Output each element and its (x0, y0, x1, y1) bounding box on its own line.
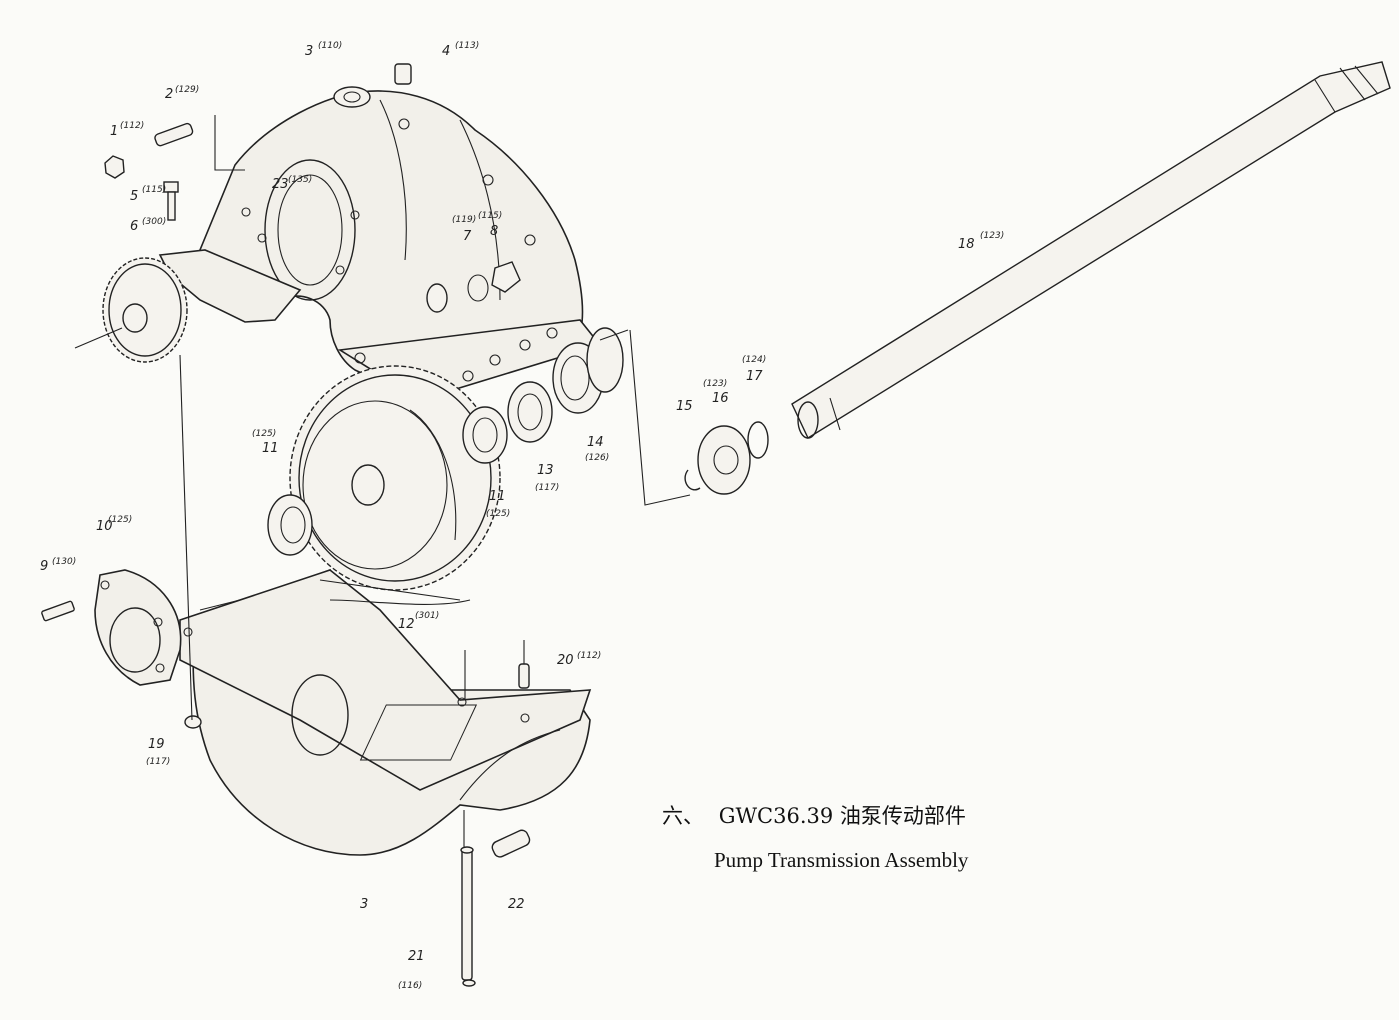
callout-8-ref: (115) (478, 211, 502, 221)
callout-19-num: 19 (148, 737, 165, 752)
callout-16-ref: (123) (703, 379, 727, 389)
caption-english: Pump Transmission Assembly (714, 848, 969, 872)
callout-9-num: 9 (40, 559, 48, 574)
callout-10-num: 10 (96, 519, 113, 534)
callout-5-ref: (115) (142, 185, 166, 195)
callout-4-num: 4 (442, 44, 450, 59)
left-bearing (267, 494, 313, 556)
callout-17-num: 17 (746, 369, 763, 384)
callout-7-num: 7 (463, 229, 472, 244)
retainer-parts (684, 421, 769, 495)
callout-12-ref: (301) (415, 611, 439, 621)
callout-6-num: 6 (130, 219, 138, 234)
small-gear (102, 257, 188, 363)
callout-23-ref: (135) (288, 175, 312, 185)
callout-11a-ref: (125) (252, 429, 276, 439)
callout-3-num: 3 (305, 44, 313, 59)
callout-13-ref: (117) (535, 483, 559, 493)
callout-7-ref: (119) (452, 215, 476, 225)
callout-19-ref: (117) (146, 757, 170, 767)
callout-14-num: 14 (587, 435, 604, 450)
callout-20-num: 20 (557, 653, 574, 668)
callout-2-num: 2 (165, 87, 173, 102)
callout-13-num: 13 (537, 463, 554, 478)
flange-plate (94, 569, 182, 686)
callout-1-ref: (112) (120, 121, 144, 131)
upper-housing (199, 86, 602, 401)
callout-17-ref: (124) (742, 355, 766, 365)
callout-22-num: 22 (508, 897, 525, 912)
callout-10-ref: (125) (108, 515, 132, 525)
callout-2-ref: (129) (175, 85, 199, 95)
callout-5-num: 5 (130, 189, 138, 204)
callout-21-ref: (116) (398, 981, 422, 991)
callout-3b-num: 3 (360, 897, 368, 912)
callout-labels: 1 (112) 2 (129) 3 (110) 4 (113) 5 (115) … (40, 41, 1004, 991)
callout-20-ref: (112) (577, 651, 601, 661)
leader-lines (179, 115, 691, 848)
callout-4-ref: (113) (455, 41, 479, 51)
callout-15-num: 15 (676, 399, 693, 414)
callout-11a-num: 11 (262, 441, 279, 456)
lower-housing (179, 568, 592, 856)
hardware (41, 63, 531, 987)
callout-18-ref: (123) (980, 231, 1004, 241)
callout-11b-ref: (125) (486, 509, 510, 519)
callout-8-num: 8 (490, 224, 498, 239)
long-shaft (791, 61, 1391, 440)
callout-1-num: 1 (110, 124, 118, 139)
callout-23-num: 23 (272, 177, 289, 192)
callout-21-num: 21 (408, 949, 425, 964)
bearing-row (426, 261, 624, 464)
callout-3-ref: (110) (318, 41, 342, 51)
callout-9-ref: (130) (52, 557, 76, 567)
callout-12-num: 12 (398, 617, 415, 632)
callout-18-num: 18 (958, 237, 975, 252)
callout-6-ref: (300) (142, 217, 166, 227)
large-gear (289, 365, 501, 591)
caption-prefix: 六、 (662, 804, 704, 828)
callout-11b-num: 11 (489, 489, 506, 504)
callout-16-num: 16 (712, 391, 729, 406)
caption-chinese: 六、 GWC36.39 油泵传动部件 (662, 800, 966, 830)
caption-model: GWC36.39 油泵传动部件 (718, 804, 966, 828)
callout-14-ref: (126) (585, 453, 609, 463)
